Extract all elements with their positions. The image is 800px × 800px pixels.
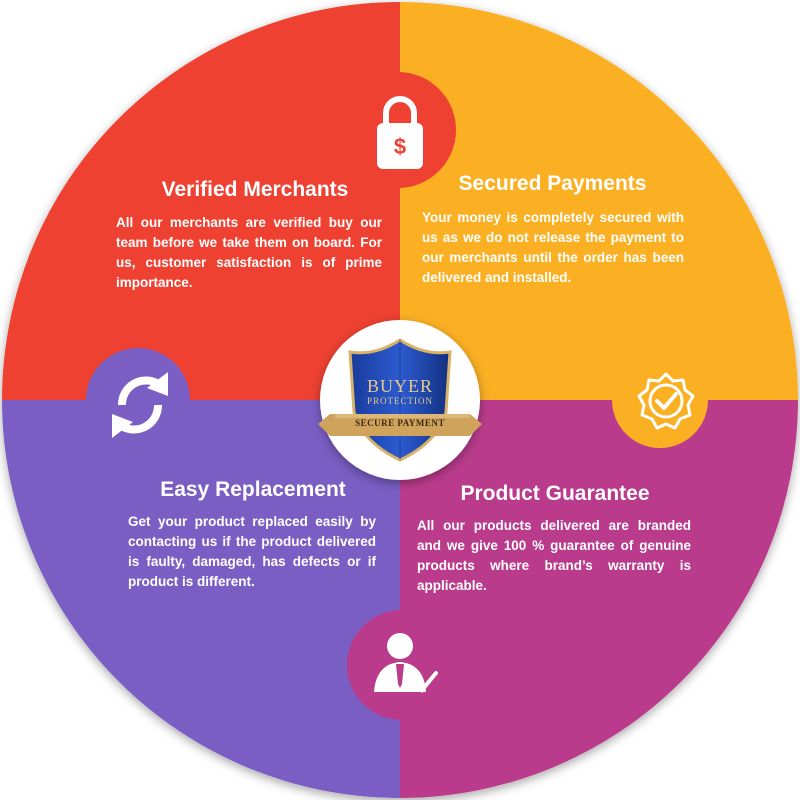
svg-text:$: $ (394, 134, 406, 159)
product-guarantee-text: All our products delivered are branded a… (417, 518, 691, 593)
buyer-protection-seal (318, 338, 482, 462)
product-guarantee-title: Product Guarantee (460, 482, 650, 505)
tab-replacement (86, 348, 190, 452)
quadrant-guarantee-bg (400, 400, 798, 798)
lock-dollar-icon: $ (377, 96, 423, 169)
seal-protection-text: PROTECTION (367, 396, 433, 406)
verified-merchants-title: Verified Merchants (161, 178, 349, 201)
easy-replacement-text: Get your product replaced easily by cont… (128, 514, 376, 589)
seal-ribbon-text: SECURE PAYMENT (355, 418, 445, 428)
ribbon-shape (318, 414, 482, 436)
easy-replacement-title: Easy Replacement (160, 478, 346, 501)
secured-payments-title: Secured Payments (458, 172, 647, 195)
quadrant-secured-bg (400, 2, 798, 400)
secured-payments-text: Your money is completely secured with us… (422, 210, 684, 285)
quadrant-replacement-bg (2, 400, 400, 798)
tab-secured (612, 352, 708, 448)
seal-buyer-text: BUYER (366, 376, 433, 396)
businessman-check-icon (374, 633, 438, 694)
verified-merchants-text: All our merchants are verified buy our t… (116, 215, 382, 290)
check-badge-icon (637, 372, 695, 430)
refresh-arrows-icon (112, 372, 168, 438)
